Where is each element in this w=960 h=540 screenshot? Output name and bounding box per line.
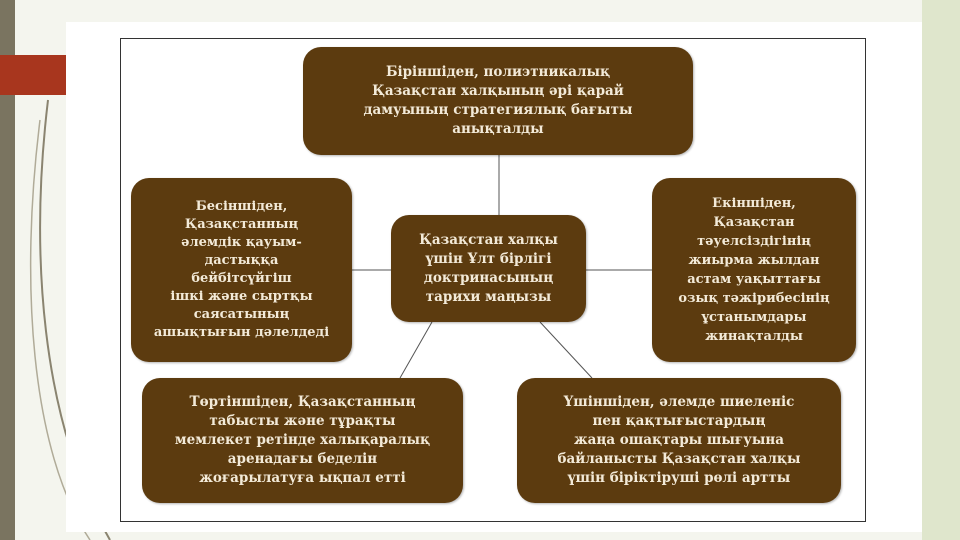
connector-bottom-left [399,321,433,379]
diagram-frame [120,38,866,522]
node-left: Бесіншіден, Қазақстанның әлемдік қауым- … [131,178,352,362]
node-bottom-left: Төртіншіден, Қазақстанның табысты және т… [142,378,463,503]
connector-bottom-right [539,321,593,379]
node-right: Екіншіден, Қазақстан тәуелсіздігінің жиы… [652,178,856,362]
node-top: Біріншіден, полиэтникалық Қазақстан халқ… [303,47,693,155]
decorative-accent-bar [0,55,66,95]
decorative-side-bar [0,0,15,540]
decorative-right-panel [922,0,960,540]
node-bottom-right: Үшіншіден, әлемде шиеленіс пен қақтығыст… [517,378,841,503]
node-center: Қазақстан халқы үшін Ұлт бірлігі доктрин… [391,215,586,322]
